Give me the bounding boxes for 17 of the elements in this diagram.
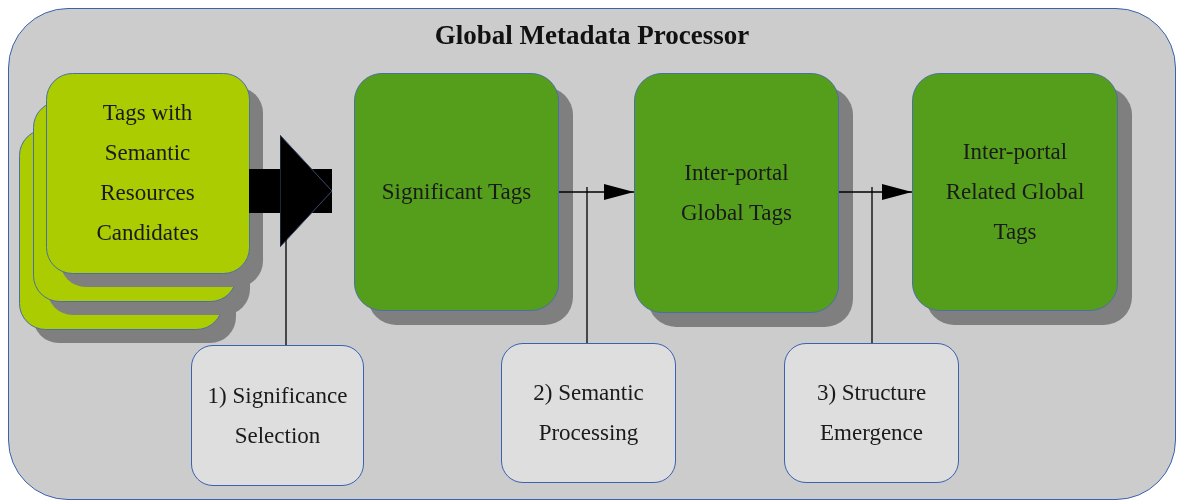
node-label: Inter-portal Related Global Tags (944, 138, 1086, 246)
container-title: Global Metadata Processor (434, 19, 750, 52)
connector-line (871, 186, 873, 344)
processor-container (8, 8, 1176, 500)
arrow (838, 184, 913, 200)
node-label: Tags with Semantic Resources Candidates (95, 99, 200, 247)
process-box (501, 343, 676, 483)
process-box (784, 343, 959, 483)
node-label: 3) Structure Emergence (815, 379, 928, 447)
thick-arrow (249, 134, 333, 248)
arrow (558, 184, 635, 200)
connector-line (586, 186, 588, 344)
process-box (191, 345, 364, 486)
node-label: Inter-portal Global Tags (679, 159, 793, 227)
node-label: Significant Tags (381, 178, 532, 206)
node-label: 1) Significance Selection (206, 381, 349, 450)
node-label: 2) Semantic Processing (532, 379, 645, 447)
